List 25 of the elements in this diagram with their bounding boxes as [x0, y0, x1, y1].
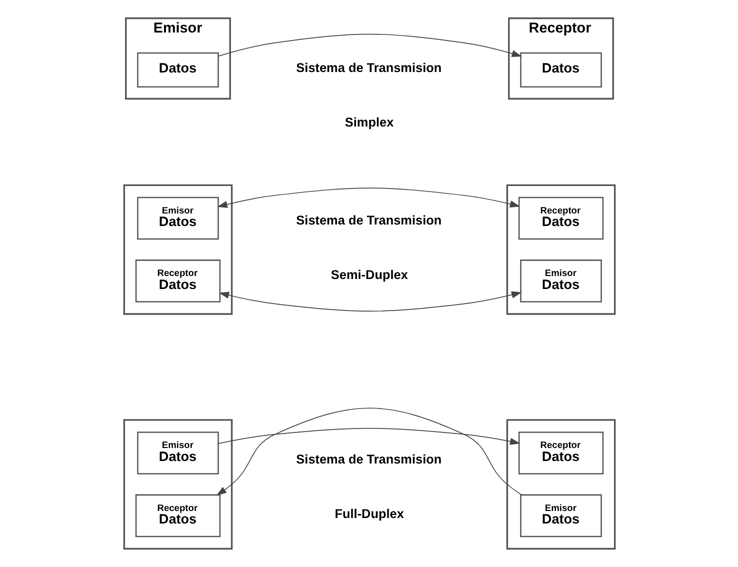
cluster	[506, 184, 616, 315]
label: Sistema de Transmision	[296, 212, 442, 228]
label: Simplex	[344, 114, 394, 130]
arrow	[216, 408, 522, 496]
node-box: Receptor Datos	[134, 494, 220, 538]
cluster	[122, 184, 232, 315]
node-box: Emisor Datos	[520, 260, 602, 302]
label: Sistema de Transmision	[296, 452, 442, 467]
node-box: Datos	[136, 52, 218, 88]
label: Semi-Duplex	[330, 266, 408, 282]
arrow	[216, 188, 520, 208]
node-box: Receptor Datos	[518, 196, 604, 240]
label: Sistema de Transmision	[296, 60, 442, 76]
node-box: Receptor Datos	[518, 432, 604, 474]
arrow	[217, 34, 522, 58]
cluster	[122, 419, 232, 550]
label: Full-Duplex	[334, 506, 404, 521]
node-box: Datos	[520, 52, 602, 88]
node-box: Emisor Datos	[136, 432, 218, 474]
node-box: Emisor Datos	[520, 494, 602, 538]
cluster	[506, 419, 616, 550]
node-box: Receptor Datos	[134, 260, 220, 302]
arrow	[218, 291, 522, 312]
node-box: Emisor Datos	[136, 196, 218, 240]
arrow	[217, 428, 520, 445]
